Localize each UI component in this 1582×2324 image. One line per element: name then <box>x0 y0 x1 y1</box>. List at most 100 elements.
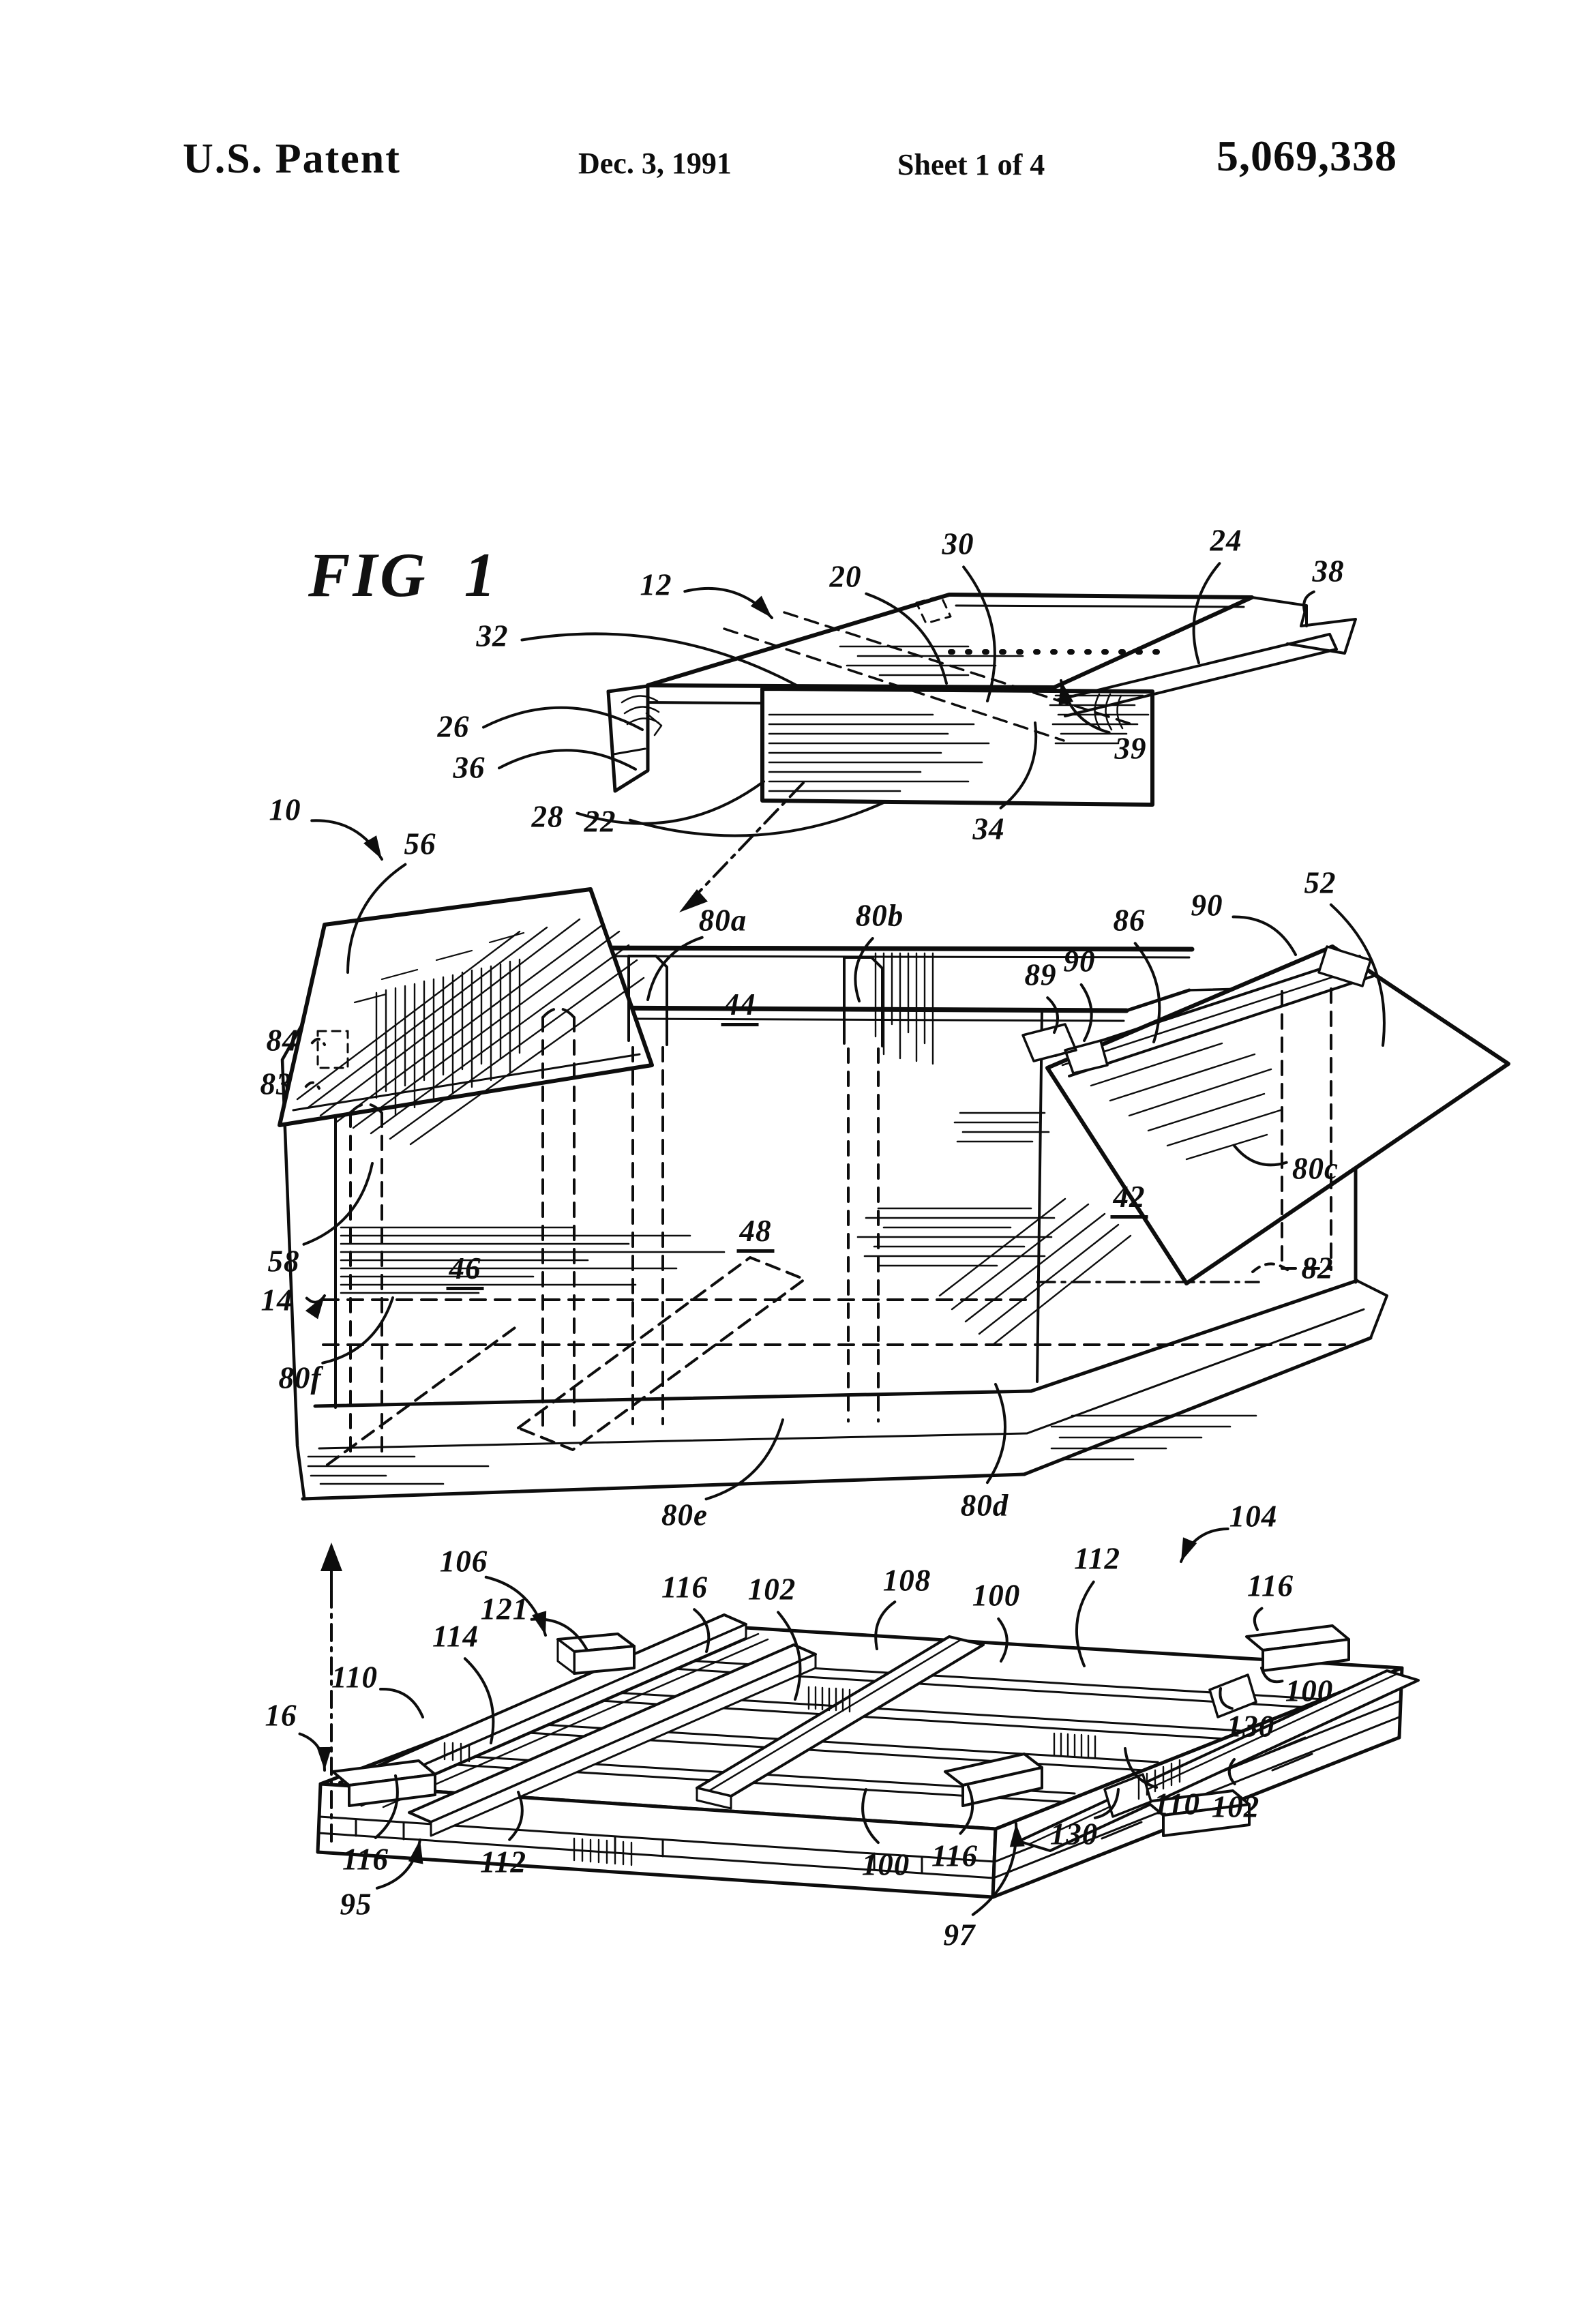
leader-100 <box>861 1788 880 1845</box>
ref-label-89: 89 <box>1024 957 1057 992</box>
ref-label-100: 100 <box>861 1847 910 1882</box>
ref-label-108: 108 <box>882 1563 931 1598</box>
leader-30 <box>962 565 996 702</box>
leader-116 <box>374 1774 399 1839</box>
ref-label-80f: 80f <box>278 1360 322 1395</box>
ref-label-34: 34 <box>972 811 1005 846</box>
leader-22 <box>628 801 886 837</box>
leader-lines <box>298 562 1386 1916</box>
leader-80c <box>1233 1144 1288 1167</box>
ref-label-95: 95 <box>340 1887 372 1922</box>
ref-label-102: 102 <box>1211 1789 1260 1824</box>
leader-arrowhead-14 <box>305 1296 325 1320</box>
leader-112 <box>508 1791 524 1841</box>
ref-label-130: 130 <box>1049 1817 1099 1851</box>
leader-116 <box>959 1785 974 1835</box>
leader-100 <box>997 1617 1009 1663</box>
leader-arrowhead-95 <box>408 1840 423 1864</box>
leader-arrowhead-16 <box>316 1746 332 1770</box>
leader-arrowhead-12 <box>750 595 772 618</box>
ref-label-110: 110 <box>331 1660 378 1695</box>
ref-label-26: 26 <box>437 709 470 744</box>
ref-label-16: 16 <box>265 1698 297 1733</box>
ref-label-90: 90 <box>1063 944 1096 979</box>
ref-label-28: 28 <box>531 799 564 834</box>
leader-36 <box>497 749 637 771</box>
ref-label-102: 102 <box>747 1572 796 1607</box>
ref-label-38: 38 <box>1312 554 1345 589</box>
leader-20 <box>865 592 948 685</box>
leader-34 <box>999 721 1038 809</box>
patent-header-sheet: Sheet 1 of 4 <box>897 148 1045 181</box>
leader-24 <box>1192 562 1221 664</box>
pallet-drawing <box>316 1543 1420 1899</box>
ref-label-112: 112 <box>1073 1541 1121 1576</box>
leader-80f <box>321 1296 394 1365</box>
leader-130 <box>1093 1788 1120 1819</box>
leader-arrowhead-39 <box>1058 681 1074 705</box>
ref-label-58: 58 <box>267 1244 300 1279</box>
container-drawing <box>278 887 1510 1501</box>
ref-label-80c: 80c <box>1292 1151 1339 1186</box>
leader-80d <box>985 1383 1006 1485</box>
ref-label-10: 10 <box>269 792 301 827</box>
ref-label-12: 12 <box>640 567 672 602</box>
ref-label-116: 116 <box>342 1842 389 1877</box>
leader-90 <box>1232 915 1297 956</box>
leader-38 <box>1302 590 1315 615</box>
ref-label-83: 83 <box>260 1067 293 1101</box>
ref-label-39: 39 <box>1114 731 1147 766</box>
leader-110 <box>379 1688 424 1718</box>
ref-label-48: 48 <box>736 1216 775 1253</box>
ref-label-14: 14 <box>260 1283 293 1317</box>
leader-arrowhead-104 <box>1181 1537 1197 1562</box>
patent-header-number: 5,069,338 <box>1217 132 1397 180</box>
ref-label-116: 116 <box>1247 1568 1294 1603</box>
ref-label-42: 42 <box>1110 1182 1148 1219</box>
leader-112 <box>1075 1580 1095 1667</box>
ref-label-22: 22 <box>584 804 616 839</box>
ref-label-86: 86 <box>1113 903 1146 938</box>
leader-28 <box>576 780 765 825</box>
ref-label-80b: 80b <box>855 898 904 933</box>
leader-82 <box>1251 1262 1289 1274</box>
leader-116 <box>1253 1607 1264 1631</box>
ref-label-52: 52 <box>1304 865 1337 900</box>
ref-label-90: 90 <box>1191 888 1223 923</box>
leader-arrowhead-106 <box>532 1611 547 1635</box>
patent-header-title: U.S. Patent <box>183 136 401 182</box>
leader-84 <box>310 1037 326 1046</box>
ref-label-112: 112 <box>479 1845 527 1879</box>
ref-label-24: 24 <box>1210 523 1242 558</box>
leader-32 <box>520 632 799 687</box>
leader-86 <box>1133 942 1161 1043</box>
ref-label-121: 121 <box>480 1592 529 1626</box>
ref-label-106: 106 <box>439 1544 488 1579</box>
ref-label-110: 110 <box>1153 1787 1201 1821</box>
leader-80a <box>646 936 704 1001</box>
patent-header-date: Dec. 3, 1991 <box>578 147 732 180</box>
leader-52 <box>1329 903 1386 1047</box>
ref-label-30: 30 <box>942 526 974 561</box>
leader-80e <box>704 1418 784 1501</box>
ref-label-56: 56 <box>404 826 436 861</box>
ref-label-104: 104 <box>1229 1499 1278 1534</box>
leader-56 <box>346 863 407 974</box>
leader-26 <box>481 706 644 731</box>
leader-108 <box>874 1600 897 1650</box>
leader-114 <box>463 1657 495 1744</box>
ref-label-20: 20 <box>829 559 862 594</box>
ref-label-114: 114 <box>432 1619 479 1654</box>
ref-label-100: 100 <box>1285 1673 1334 1708</box>
leader-80b <box>854 937 874 1002</box>
ref-label-82: 82 <box>1301 1251 1334 1285</box>
leader-110 <box>1124 1747 1159 1789</box>
leader-arrowhead-97 <box>1009 1823 1025 1847</box>
leader-58 <box>302 1162 374 1246</box>
leader-100 <box>1260 1667 1284 1684</box>
leader-102 <box>777 1611 802 1701</box>
ref-label-80d: 80d <box>960 1488 1009 1523</box>
leader-130 <box>1219 1687 1234 1710</box>
